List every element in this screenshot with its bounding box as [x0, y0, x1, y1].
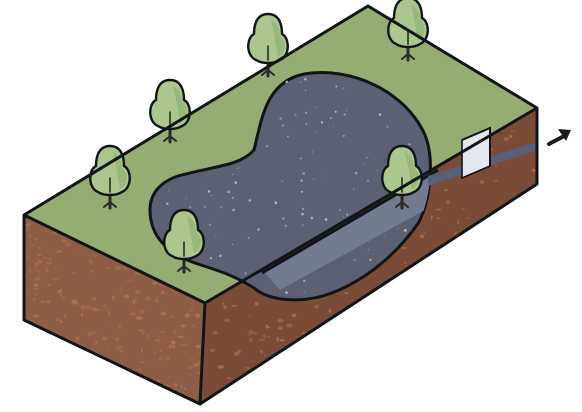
arrow-icon — [547, 129, 571, 146]
tree-icon — [149, 78, 191, 144]
pipe-opening-edge — [461, 126, 491, 166]
pond-cross-section — [264, 171, 431, 290]
pond — [148, 71, 439, 302]
tree-icon — [247, 12, 289, 78]
block-outline — [22, 4, 539, 406]
tree-icon — [163, 208, 205, 274]
